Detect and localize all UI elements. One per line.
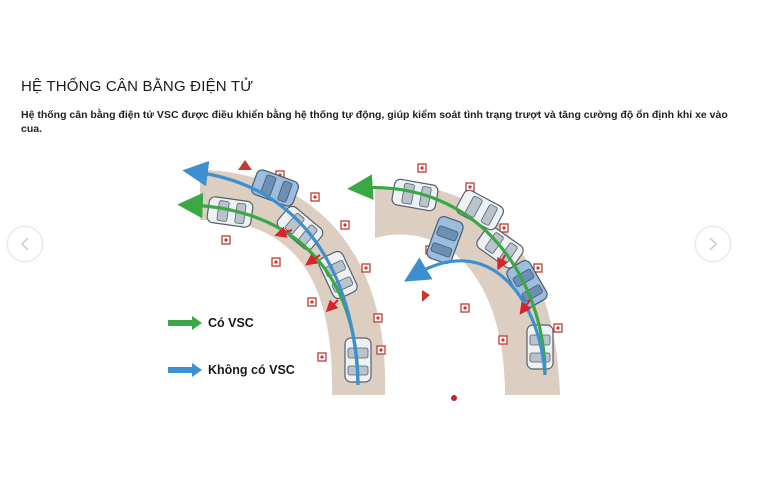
carousel-indicator-dot[interactable] <box>451 395 457 401</box>
legend-without-vsc-label: Không có VSC <box>208 363 295 377</box>
carousel-next-button[interactable] <box>695 226 731 262</box>
carousel-prev-button[interactable] <box>7 226 43 262</box>
legend-with-vsc: Có VSC <box>168 316 254 330</box>
vsc-illustration <box>160 150 600 405</box>
legend-without-vsc: Không có VSC <box>168 363 295 377</box>
green-arrow-icon <box>168 316 202 330</box>
legend-with-vsc-label: Có VSC <box>208 316 254 330</box>
chevron-right-icon <box>709 237 718 251</box>
page-title: HỆ THỐNG CÂN BẰNG ĐIỆN TỬ <box>21 78 254 95</box>
page-description: Hệ thống cân bằng điện tử VSC được điều … <box>21 109 728 135</box>
blue-arrow-icon <box>168 363 202 377</box>
chevron-left-icon <box>20 237 29 251</box>
